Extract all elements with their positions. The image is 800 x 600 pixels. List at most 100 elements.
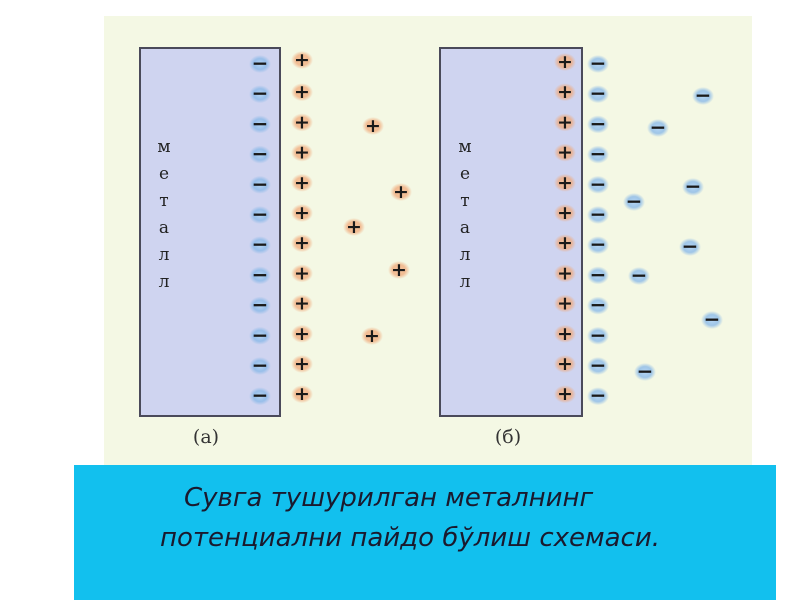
metal-label-letter: е [460,164,470,184]
metal-label-letter: л [159,272,170,292]
anion-free: − [682,174,704,198]
svg-text:+: + [294,262,310,284]
svg-text:+: + [294,293,310,315]
cation-layer: + [291,81,313,103]
anion-free: − [692,83,714,107]
electron-in-metal: − [249,323,271,347]
svg-text:−: − [590,111,607,135]
svg-text:+: + [346,216,362,238]
metal-label-letter: т [460,191,469,211]
cation-layer: + [291,202,313,224]
cation-layer: + [291,111,313,133]
metal-label-letter: м [458,137,471,157]
metal-label-letter: е [159,164,169,184]
svg-text:+: + [294,323,310,345]
cation-free: + [343,216,365,238]
svg-text:−: − [252,142,269,166]
electron-in-metal: − [249,293,271,317]
svg-text:+: + [294,142,310,164]
svg-text:+: + [294,49,310,71]
svg-text:−: − [252,232,269,256]
svg-text:+: + [557,111,573,133]
svg-text:−: − [252,293,269,317]
anion-layer: − [587,51,609,75]
cation-in-metal: + [554,232,576,254]
svg-text:+: + [557,293,573,315]
cation-layer: + [291,262,313,284]
cation-in-metal: + [554,81,576,103]
svg-text:−: − [590,202,607,226]
metal-label-letter: м [157,137,170,157]
svg-text:−: − [626,189,643,213]
svg-text:+: + [557,383,573,405]
anion-layer: − [587,111,609,135]
svg-text:−: − [704,307,721,331]
cation-layer: + [291,172,313,194]
svg-text:−: − [590,262,607,286]
anion-layer: − [587,353,609,377]
anion-free: − [701,307,723,331]
svg-text:−: − [590,293,607,317]
electron-in-metal: − [249,142,271,166]
svg-text:+: + [557,353,573,375]
svg-text:−: − [590,232,607,256]
anion-layer: − [587,202,609,226]
cation-layer: + [291,49,313,71]
cation-layer: + [291,232,313,254]
anion-layer: − [587,232,609,256]
svg-text:−: − [252,383,269,407]
electron-in-metal: − [249,232,271,256]
anion-free: − [628,263,650,287]
svg-text:−: − [252,262,269,286]
svg-text:+: + [557,232,573,254]
svg-text:+: + [294,81,310,103]
metal-label-letter: л [460,272,471,292]
svg-text:+: + [365,115,381,137]
cation-in-metal: + [554,383,576,405]
electron-in-metal: − [249,51,271,75]
cation-in-metal: + [554,142,576,164]
panel-a-caption: (а) [193,426,219,448]
svg-text:+: + [294,172,310,194]
svg-text:+: + [391,259,407,281]
electron-in-metal: − [249,383,271,407]
metal-label-letter: а [460,218,470,238]
caption: Сувга тушурилган металнинг потенциални п… [74,478,776,558]
cation-in-metal: + [554,353,576,375]
metal-label-letter: л [460,245,471,265]
svg-text:−: − [590,142,607,166]
cation-in-metal: + [554,293,576,315]
electron-in-metal: − [249,202,271,226]
svg-text:−: − [252,353,269,377]
svg-text:+: + [294,232,310,254]
svg-text:+: + [557,81,573,103]
ions-b: ++++++++++++−−−−−−−−−−−−−−−−−−−− [554,51,723,407]
svg-text:−: − [252,172,269,196]
electron-in-metal: − [249,81,271,105]
anion-free: − [634,359,656,383]
cation-free: + [361,325,383,347]
metal-plate-b [439,47,583,417]
cation-in-metal: + [554,262,576,284]
svg-text:−: − [252,51,269,75]
caption-band [74,465,776,600]
electron-in-metal: − [249,111,271,135]
cation-in-metal: + [554,202,576,224]
anion-layer: − [587,262,609,286]
cation-layer: + [291,323,313,345]
caption-line-2: потенциални пайдо бўлиш схемаси. [160,523,661,553]
svg-text:−: − [590,353,607,377]
svg-text:−: − [590,323,607,347]
svg-text:+: + [557,51,573,73]
svg-text:+: + [294,353,310,375]
cation-layer: + [291,293,313,315]
metal-label-letter: т [159,191,168,211]
svg-text:−: − [252,202,269,226]
electron-in-metal: − [249,353,271,377]
svg-text:−: − [590,51,607,75]
anion-layer: − [587,172,609,196]
